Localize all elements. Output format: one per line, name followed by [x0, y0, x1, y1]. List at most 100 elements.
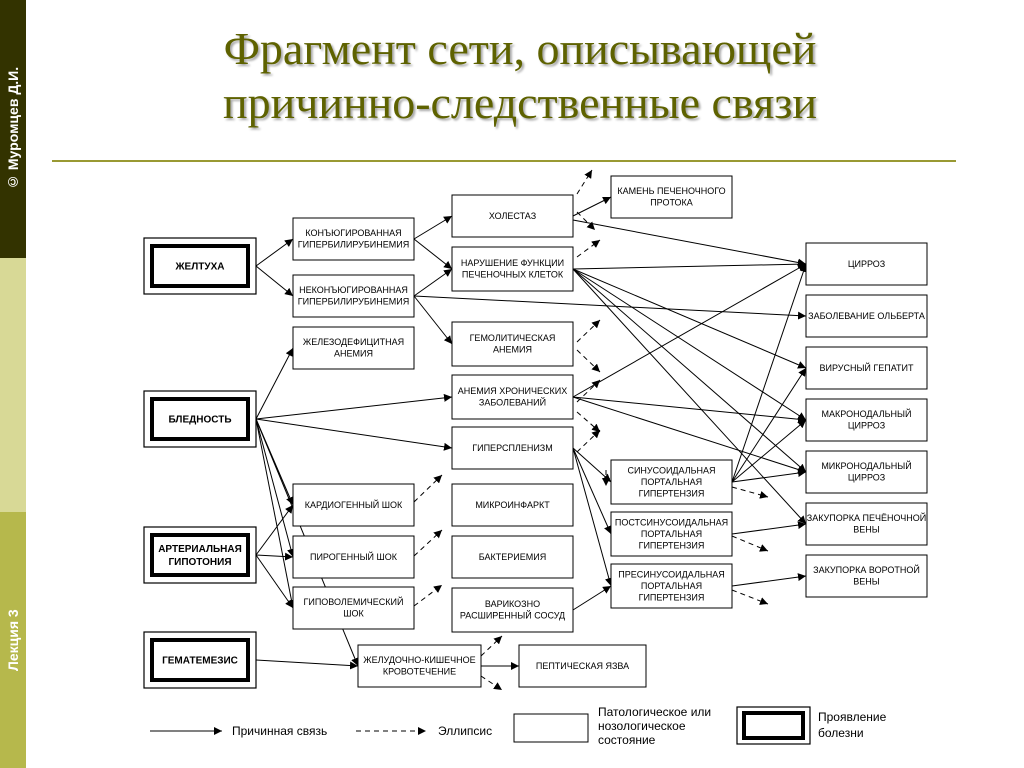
legend-manifestation-label-line-2: болезни — [818, 726, 864, 740]
ellipsis-arrow-11 — [413, 584, 443, 607]
causal-arrow-21 — [572, 219, 807, 267]
manifestation-hypotension-label-line-1: АРТЕРИАЛЬНАЯ — [158, 544, 242, 555]
state-peptic-label-line-1: ПЕПТИЧЕСКАЯ ЯЗВА — [536, 661, 629, 671]
causal-arrow-3 — [413, 215, 453, 240]
causal-arrow-28 — [572, 396, 807, 424]
state-bact-label-line-1: БАКТЕРИЕМИЯ — [479, 552, 546, 562]
state-pyro-box — [292, 535, 415, 579]
state-cardio-box — [292, 483, 415, 527]
legend-state-label-line-1: Патологическое или — [598, 705, 711, 719]
state-hepfunc-box — [451, 246, 574, 292]
state-hepfunc-label-line-1: НАРУШЕНИЕ ФУНКЦИИ — [461, 258, 564, 268]
state-olbert-box — [805, 294, 928, 338]
state-chronic-label-line-2: ЗАБОЛЕВАНИЙ — [479, 397, 546, 408]
state-hepvein-label-line-2: ВЕНЫ — [853, 525, 880, 535]
state-presinus-label-line-3: ГИПЕРТЕНЗИЯ — [639, 592, 705, 602]
state-pyro-label-line-1: ПИРОГЕННЫЙ ШОК — [310, 551, 398, 562]
causal-arrow-22 — [572, 260, 807, 270]
causal-arrow-16 — [255, 552, 294, 561]
ellipsis-arrow-3 — [576, 239, 601, 258]
state-micro-box — [805, 450, 928, 494]
state-sinus-label-line-1: СИНУСОИДАЛЬНАЯ — [627, 465, 715, 475]
ellipsis-arrow-12 — [480, 635, 503, 657]
state-microinf: МИКРОИНФАРКТ — [451, 483, 574, 527]
manifestation-hypotension-label-line-2: ГИПОТОНИЯ — [168, 557, 231, 568]
manifestation-hypotension: АРТЕРИАЛЬНАЯ ГИПОТОНИЯ — [143, 526, 257, 584]
manifestation-hematemesis-label-line-1: ГЕМАТЕМЕЗИС — [162, 656, 238, 667]
causal-arrow-15 — [255, 504, 294, 556]
manifestation-hematemesis-inner-frame — [150, 638, 250, 682]
state-stone-label-line-2: ПРОТОКА — [650, 198, 693, 208]
state-viral-box — [805, 346, 928, 390]
state-postsinus-label-line-3: ГИПЕРТЕНЗИЯ — [639, 540, 705, 550]
state-presinus-box — [610, 563, 733, 609]
slide-title: Фрагмент сети, описывающей причинно-след… — [40, 22, 1000, 130]
ellipsis-arrow-15 — [731, 486, 769, 499]
side-strip-middle — [0, 258, 26, 512]
state-unconj-box — [292, 274, 415, 318]
causal-arrow-23 — [572, 268, 807, 369]
state-unconj-label-line-1: НЕКОНЪЮГИРОВАННАЯ — [299, 285, 408, 295]
state-chole-label-line-1: ХОЛЕСТАЗ — [489, 211, 536, 221]
manifestation-hematemesis: ГЕМАТЕМЕЗИС — [143, 631, 257, 689]
causal-arrow-6 — [413, 295, 453, 345]
state-hemo-label-line-2: АНЕМИЯ — [493, 345, 532, 355]
state-unconj-label-line-2: ГИПЕРБИЛИРУБИНЕМИЯ — [298, 297, 409, 307]
causal-arrow-36 — [731, 469, 807, 483]
causal-arrow-33 — [572, 585, 612, 611]
causal-arrow-32 — [572, 447, 613, 587]
legend-ellipsis-label: Эллипсис — [438, 724, 492, 738]
state-gibleed-label-line-2: КРОВОТЕЧЕНИЕ — [383, 667, 456, 677]
state-hypersp: ГИПЕРСПЛЕНИЗМ — [451, 426, 574, 470]
causal-arrow-35 — [731, 419, 807, 483]
side-strip-bottom — [0, 512, 26, 768]
state-bact-box — [451, 535, 574, 579]
causal-arrow-24 — [572, 268, 807, 421]
title-divider — [52, 160, 956, 162]
state-hypersp-label-line-1: ГИПЕРСПЛЕНИЗМ — [472, 443, 553, 453]
state-unconj: НЕКОНЪЮГИРОВАННАЯ ГИПЕРБИЛИРУБИНЕМИЯ — [292, 274, 415, 318]
manifestation-pallor: БЛЕДНОСТЬ — [143, 390, 257, 448]
state-hypovol-box — [292, 586, 415, 630]
causal-arrow-8 — [255, 347, 294, 420]
causal-arrow-31 — [572, 447, 612, 535]
state-peptic: ПЕПТИЧЕСКАЯ ЯЗВА — [518, 644, 647, 688]
state-portal-label-line-1: ЗАКУПОРКА ВОРОТНОЙ — [813, 564, 920, 575]
manifestation-pallor-label-line-1: БЛЕДНОСТЬ — [168, 415, 231, 426]
state-chronic-label-line-1: АНЕМИЯ ХРОНИЧЕСКИХ — [458, 386, 567, 396]
ellipsis-arrow-4 — [576, 319, 601, 343]
manifestation-hypotension-inner-frame — [150, 533, 250, 577]
state-conj-box — [292, 217, 415, 261]
causal-arrow-7 — [413, 295, 807, 320]
ellipsis-arrow-9 — [413, 474, 443, 503]
state-chole: ХОЛЕСТАЗ — [451, 194, 574, 238]
state-sinus-box — [610, 459, 733, 505]
state-sinus-label-line-3: ГИПЕРТЕНЗИЯ — [639, 488, 705, 498]
causal-arrow-34 — [731, 263, 808, 483]
state-microinf-box — [451, 483, 574, 527]
causal-arrow-38 — [731, 521, 807, 535]
causal-arrow-12 — [255, 418, 295, 558]
state-olbert-label-line-1: ЗАБОЛЕВАНИЕ ОЛЬБЕРТА — [808, 311, 925, 321]
state-sinus-label-line-2: ПОРТАЛЬНАЯ — [641, 477, 702, 487]
state-viral-label-line-1: ВИРУСНЫЙ ГЕПАТИТ — [819, 362, 914, 373]
state-hepvein-box — [805, 502, 928, 546]
causal-arrow-37 — [731, 367, 807, 483]
ellipsis-arrow-16 — [731, 535, 769, 552]
causal-arrow-1 — [255, 238, 294, 267]
state-cardio-label-line-1: КАРДИОГЕННЫЙ ШОК — [305, 499, 403, 510]
causal-arrow-39 — [731, 573, 807, 587]
